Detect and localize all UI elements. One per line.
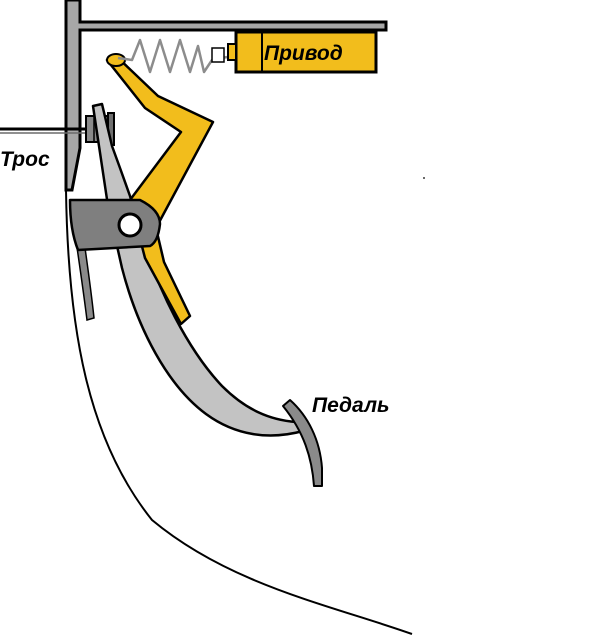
actuator-housing: [234, 30, 378, 74]
pedal-pad: [282, 399, 323, 487]
actuator-label: Привод: [264, 42, 343, 65]
stray-dot: [423, 177, 425, 179]
firewall-line: [65, 189, 413, 635]
cable-label: Трос: [0, 148, 50, 171]
pivot-pin: [117, 212, 143, 238]
pivot-bracket: [68, 198, 162, 252]
pedal-label: Педаль: [312, 394, 390, 417]
pedal-arm: [91, 102, 305, 437]
actuator-lever: [105, 53, 215, 326]
mounting-frame: [64, 0, 388, 192]
lever-eye: [106, 53, 126, 67]
